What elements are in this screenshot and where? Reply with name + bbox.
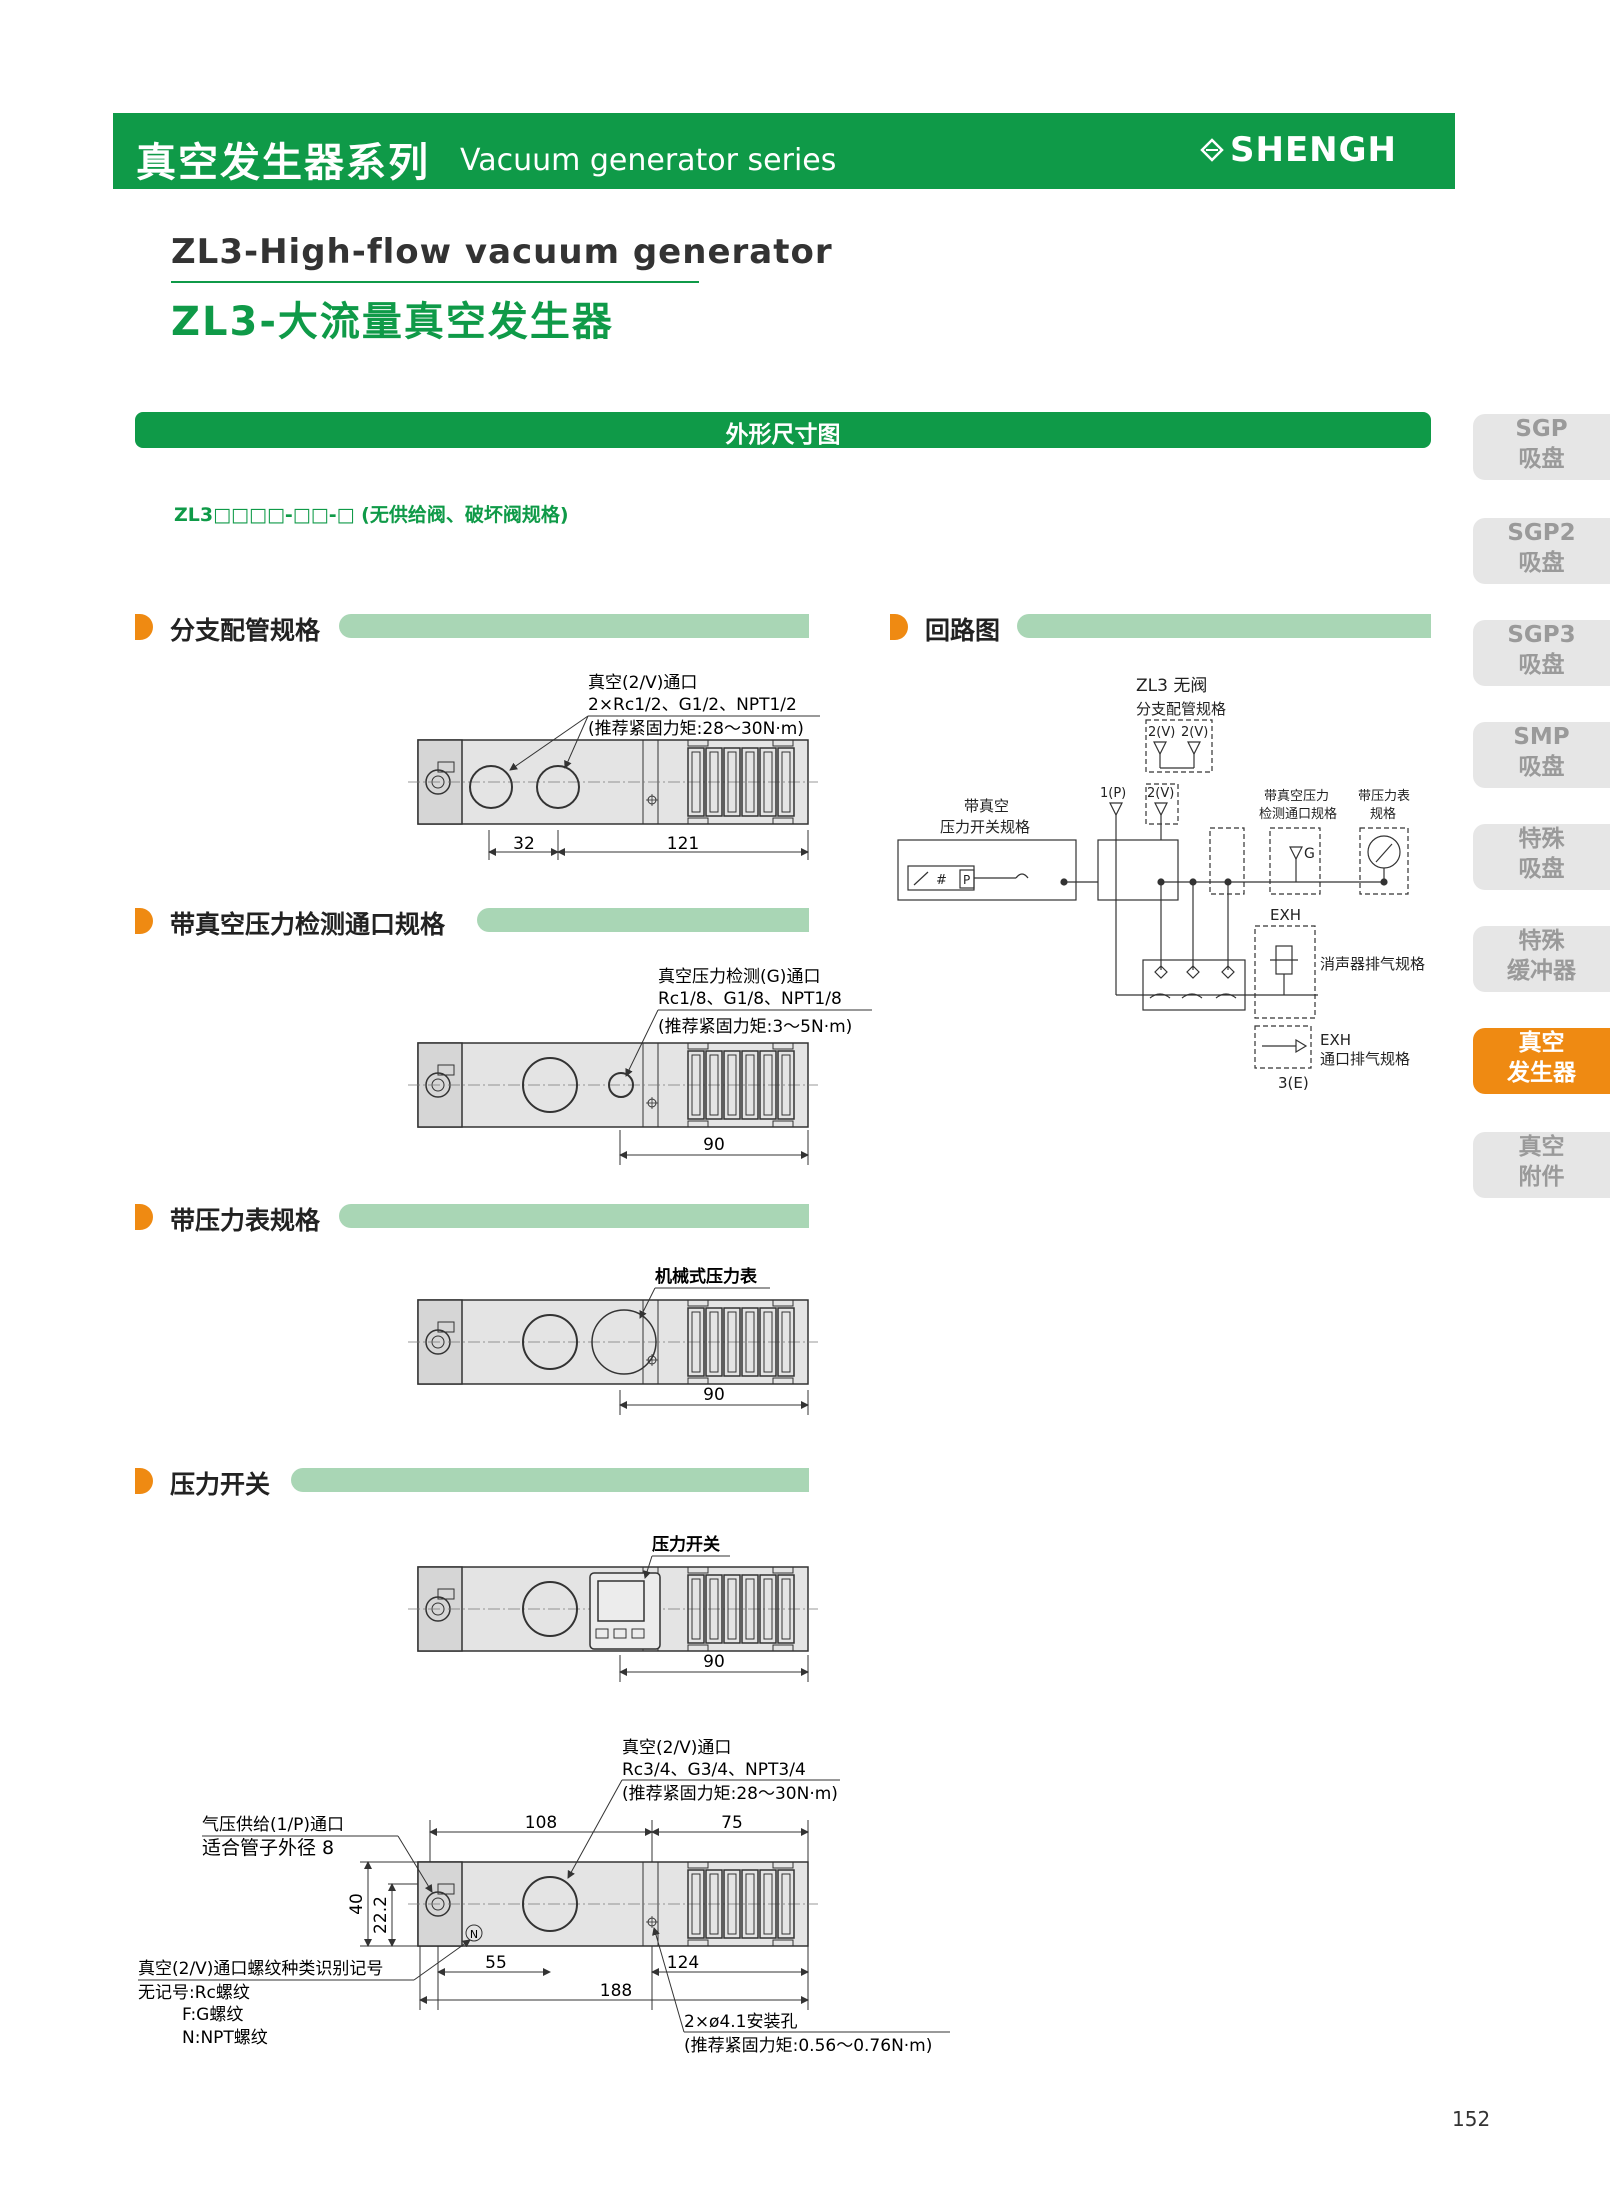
page-title-cn: ZL3-大流量真空发生器	[171, 299, 614, 345]
dim-121: 121	[667, 834, 699, 854]
callout-line: 气压供给(1/P)通口	[202, 1815, 344, 1835]
bullet-icon	[135, 1204, 153, 1230]
hash-mark: #	[936, 873, 947, 888]
series-title-en: Vacuum generator series	[460, 143, 837, 178]
side-tab-vacuum-accessories[interactable]: 真空附件	[1473, 1132, 1610, 1198]
callout-switch: 压力开关	[652, 1534, 720, 1555]
title-underline	[171, 281, 699, 283]
callout-line: Rc1/8、G1/8、NPT1/8	[658, 989, 842, 1009]
callout-line: 2×ø4.1安装孔	[684, 2012, 798, 2032]
dim-108: 108	[525, 1813, 557, 1833]
circuit-diagram: ZL3 无阀 分支配管规格 2(V) 2(V) 1(P) 2(V) #	[897, 676, 1425, 1092]
diagram-gauge	[408, 1300, 818, 1384]
callout-line: Rc3/4、G3/4、NPT3/4	[622, 1760, 806, 1780]
page-number: 152	[1452, 2107, 1491, 2131]
section-title: 外形尺寸图	[725, 422, 841, 448]
callout-line: (推荐紧固力矩:3～5N·m)	[658, 1017, 852, 1037]
callout-line: 2×Rc1/2、G1/2、NPT1/2	[588, 695, 797, 715]
port-p: 1(P)	[1100, 786, 1126, 801]
side-tab-special-cup[interactable]: 特殊吸盘	[1473, 824, 1610, 890]
side-tab-buffer[interactable]: 特殊缓冲器	[1473, 926, 1610, 992]
callout-line: 无记号:Rc螺纹	[138, 1983, 250, 2003]
diagram-switch	[408, 1567, 818, 1651]
subsection-circuit: 回路图	[925, 616, 1001, 645]
subsection-bar	[339, 614, 809, 638]
model-code: ZL3□□□□-□□-□ (无供给阀、破坏阀规格)	[174, 504, 569, 526]
callout-gauge: 机械式压力表	[655, 1266, 758, 1287]
subsection-gauge: 带压力表规格	[170, 1206, 321, 1235]
subsection-bar	[291, 1468, 809, 1492]
exh-label: EXH	[1270, 906, 1301, 924]
dim-55: 55	[485, 1953, 507, 1973]
callout-line: N:NPT螺纹	[182, 2028, 268, 2048]
p-mark: P	[963, 873, 970, 887]
circuit-label: 规格	[1370, 806, 1396, 822]
port-label: 2(V)	[1181, 725, 1208, 740]
circuit-label: 分支配管规格	[1136, 700, 1226, 718]
page-title-en: ZL3-High-flow vacuum generator	[171, 232, 833, 272]
diagram-branch	[408, 740, 818, 824]
bullet-icon	[135, 614, 153, 640]
dim-32: 32	[513, 834, 535, 854]
callout-line: 适合管子外径 8	[202, 1837, 334, 1859]
subsection-switch: 压力开关	[170, 1470, 271, 1499]
dim-124: 124	[667, 1953, 699, 1973]
thread-mark: N	[470, 1928, 478, 1941]
diagram-main	[408, 1862, 818, 1946]
circuit-title: ZL3 无阀	[1136, 676, 1207, 696]
callout-line: F:G螺纹	[182, 2005, 243, 2025]
series-title-cn: 真空发生器系列	[136, 140, 430, 186]
circuit-label: 带真空	[964, 797, 1009, 815]
brand-diamond-icon	[1200, 138, 1224, 162]
circuit-label: 检测通口规格	[1259, 806, 1337, 822]
g-label: G	[1304, 846, 1315, 862]
callout-line: 真空压力检测(G)通口	[658, 967, 820, 987]
dim-40: 40	[347, 1893, 367, 1915]
port-label: 2(V)	[1148, 725, 1175, 740]
circuit-label: 通口排气规格	[1320, 1050, 1410, 1068]
port-v: 2(V)	[1147, 786, 1174, 801]
dim-90: 90	[703, 1652, 725, 1672]
dim-90: 90	[703, 1385, 725, 1405]
bullet-icon	[135, 908, 153, 934]
diagram-vacuum-port	[408, 1043, 818, 1127]
circuit-label: 消声器排气规格	[1320, 955, 1425, 973]
bullet-icon	[135, 1468, 153, 1494]
callout-line: 真空(2/V)通口	[622, 1738, 731, 1758]
callout-line: (推荐紧固力矩:28～30N·m)	[622, 1784, 838, 1804]
callout-line: (推荐紧固力矩:28～30N·m)	[588, 719, 804, 739]
port-e: 3(E)	[1278, 1074, 1309, 1092]
callout-line: 真空(2/V)通口螺纹种类识别记号	[138, 1959, 383, 1979]
technical-drawings: 32 121 真空(2/V)通口 2×Rc1/2、G1/2、NPT1/2 (推荐…	[138, 673, 1425, 2056]
subsection-bar	[339, 1204, 809, 1228]
circuit-label: 带压力表	[1358, 789, 1410, 804]
dim-90: 90	[703, 1135, 725, 1155]
section-bar	[135, 412, 1431, 448]
dim-22-2: 22.2	[371, 1896, 391, 1934]
dim-188: 188	[600, 1981, 632, 2001]
subsection-bar	[1017, 614, 1431, 638]
dim-75: 75	[721, 1813, 743, 1833]
circuit-label: 压力开关规格	[940, 818, 1030, 836]
callout-line: 真空(2/V)通口	[588, 673, 697, 693]
side-tab-vacuum-generator[interactable]: 真空发生器	[1473, 1028, 1610, 1094]
callout-line: (推荐紧固力矩:0.56～0.76N·m)	[684, 2036, 932, 2056]
exh-label: EXH	[1320, 1031, 1351, 1049]
brand-logo: SHENGH	[1230, 130, 1397, 170]
subsection-vacuum-port: 带真空压力检测通口规格	[170, 910, 446, 939]
subsection-branch: 分支配管规格	[170, 616, 321, 645]
header-banner	[113, 113, 1455, 189]
bullet-icon	[890, 614, 908, 640]
circuit-label: 带真空压力	[1264, 789, 1329, 804]
subsection-bar	[477, 908, 809, 932]
